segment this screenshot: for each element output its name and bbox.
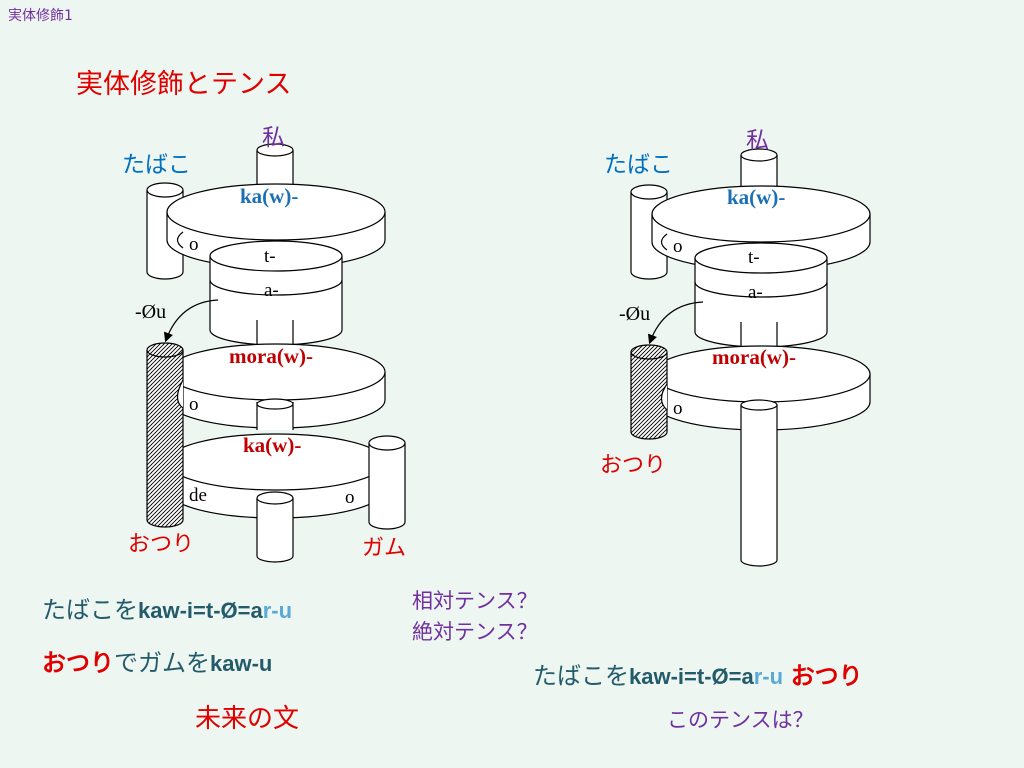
right-zero-u-arrow [647,301,704,345]
left-zero-u-label: -Øu [135,301,166,323]
left-watashi-label: 私 [262,125,285,150]
right-sentence-red: おつり [790,662,863,690]
right-diagram-labels: 私 たばこ ka(w)- o t- a- -Øu mora(w)- o おつり [600,128,796,477]
left-sentence-line1-jp: たばこを [42,596,138,624]
right-otsuri-cylinder [630,352,668,440]
left-otsuri-cylinder [146,350,184,528]
right-a-label: a- [748,282,763,303]
right-bottom-shaft [740,405,778,567]
right-sentence: たばこをkaw-i=t-Ø=ar-u おつり [533,656,863,691]
right-top-disk-label: ka(w)- [727,185,785,209]
right-zero-u-label: -Øu [619,303,650,325]
left-tabako-label: たばこ [122,152,191,177]
left-diagram [146,143,406,563]
left-sentence-line2-form: kaw-u [210,651,273,676]
left-sentence-line2-red: おつり [42,649,114,677]
left-bottom-shaft [256,498,294,563]
left-sentence-line2-jp: でガムを [114,649,210,677]
left-sentence-line2: おつりでガムをkaw-u [42,643,272,678]
left-sentence-line1-form-a: kaw-i=t-Ø=a [138,598,263,623]
right-sentence-jp: たばこを [533,662,629,690]
right-diagram [630,148,871,567]
right-caption: このテンスは？ [667,708,814,732]
left-bottom-disk-label: ka(w)- [243,433,301,457]
right-watashi-label: 私 [746,128,769,153]
left-diagram-labels: 私 たばこ ka(w)- o t- a- -Øu mora(w)- o ka(w… [122,125,406,560]
right-o1-label: o [673,236,683,257]
right-sentence-form-a: kaw-i=t-Ø=a [629,664,754,689]
left-o1-label: o [189,234,199,255]
slide-title: 実体修飾とテンス [76,69,292,100]
left-top-disk-label: ka(w)- [240,184,298,208]
left-o2-label: o [189,394,199,415]
right-tabako-label: たばこ [604,152,673,177]
left-otsuri-label: おつり [128,531,194,556]
left-t-label: t- [264,246,276,267]
left-sentence-line1-form-r: r-u [262,598,293,623]
question-relative-tense: 相対テンス？ [412,589,538,613]
left-caption: 未来の文 [195,704,300,734]
left-o3-label: o [345,487,355,508]
right-otsuri-label: おつり [600,452,666,477]
slide-corner-label: 実体修飾1 [8,8,73,24]
left-sentence-line1: たばこをkaw-i=t-Ø=ar-u [42,590,292,625]
left-zero-u-arrow [163,299,219,343]
left-de-label: de [189,485,207,506]
left-gamu-cylinder [368,443,406,530]
right-sentence-form-r: r-u [753,664,784,689]
question-absolute-tense: 絶対テンス？ [412,620,538,644]
right-t-label: t- [748,247,760,268]
right-mid-disk-label: mora(w)- [712,345,796,369]
left-mid-disk-label: mora(w)- [229,344,313,368]
left-gamu-label: ガム [362,535,406,560]
right-o2-label: o [673,398,683,419]
left-a-label: a- [264,280,279,301]
